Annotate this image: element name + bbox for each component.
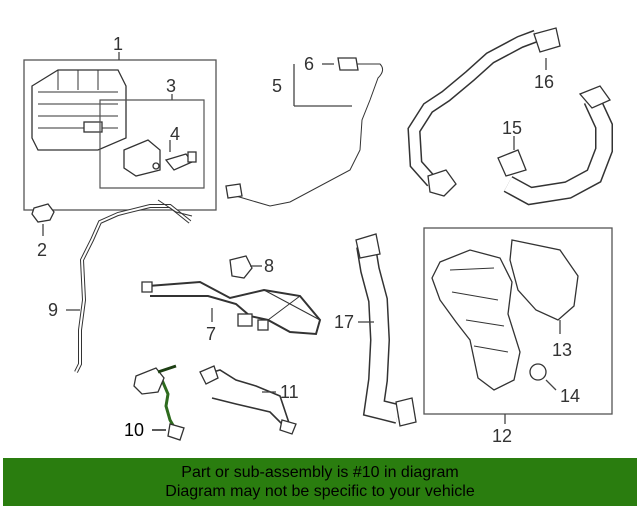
canister bbox=[31, 69, 127, 151]
part-11-group[interactable]: 11 bbox=[199, 365, 299, 435]
banner-line-2: Diagram may not be specific to your vehi… bbox=[165, 483, 475, 500]
callout-10: 10 bbox=[124, 420, 144, 440]
callout-5: 5 bbox=[272, 76, 282, 96]
part-3-box bbox=[99, 99, 205, 189]
engine-cover bbox=[431, 249, 521, 391]
gasket bbox=[509, 239, 579, 321]
callout-9: 9 bbox=[48, 300, 58, 320]
purge-valve bbox=[123, 139, 161, 177]
part-1-box bbox=[23, 59, 217, 211]
part-17-group[interactable]: 17 bbox=[334, 233, 417, 427]
info-banner: Part or sub-assembly is #10 in diagram D… bbox=[3, 458, 637, 506]
part-1-group[interactable]: 1 3 4 bbox=[23, 34, 217, 211]
part-9-group[interactable]: 9 bbox=[48, 199, 193, 373]
callout-4: 4 bbox=[170, 124, 180, 144]
callout-15: 15 bbox=[502, 118, 522, 138]
parts-diagram: 1 3 4 2 bbox=[23, 27, 613, 446]
callout-7: 7 bbox=[206, 324, 216, 344]
callout-14: 14 bbox=[560, 386, 580, 406]
part-4-connector bbox=[164, 151, 197, 171]
callout-6: 6 bbox=[304, 54, 314, 74]
callout-3: 3 bbox=[166, 76, 176, 96]
part-5-group[interactable]: 5 6 bbox=[225, 54, 384, 207]
part-2-group[interactable]: 2 bbox=[31, 203, 55, 260]
part-7-group[interactable]: 7 bbox=[141, 280, 322, 344]
part-10-group[interactable]: 10 bbox=[124, 364, 185, 441]
part-12-group[interactable]: 12 13 14 bbox=[423, 227, 613, 446]
callout-16: 16 bbox=[534, 72, 554, 92]
banner-line-1: Part or sub-assembly is #10 in diagram bbox=[181, 464, 459, 481]
callout-2: 2 bbox=[37, 240, 47, 260]
callout-12: 12 bbox=[492, 426, 512, 446]
part-16-group[interactable]: 16 bbox=[407, 27, 561, 197]
callout-1: 1 bbox=[113, 34, 123, 54]
part-15-group[interactable]: 15 bbox=[497, 85, 613, 206]
part-12-box bbox=[423, 227, 613, 415]
part-8-group[interactable]: 8 bbox=[229, 255, 274, 279]
callout-13: 13 bbox=[552, 340, 572, 360]
callout-8: 8 bbox=[264, 256, 274, 276]
callout-11: 11 bbox=[280, 382, 299, 402]
callout-17: 17 bbox=[334, 312, 354, 332]
